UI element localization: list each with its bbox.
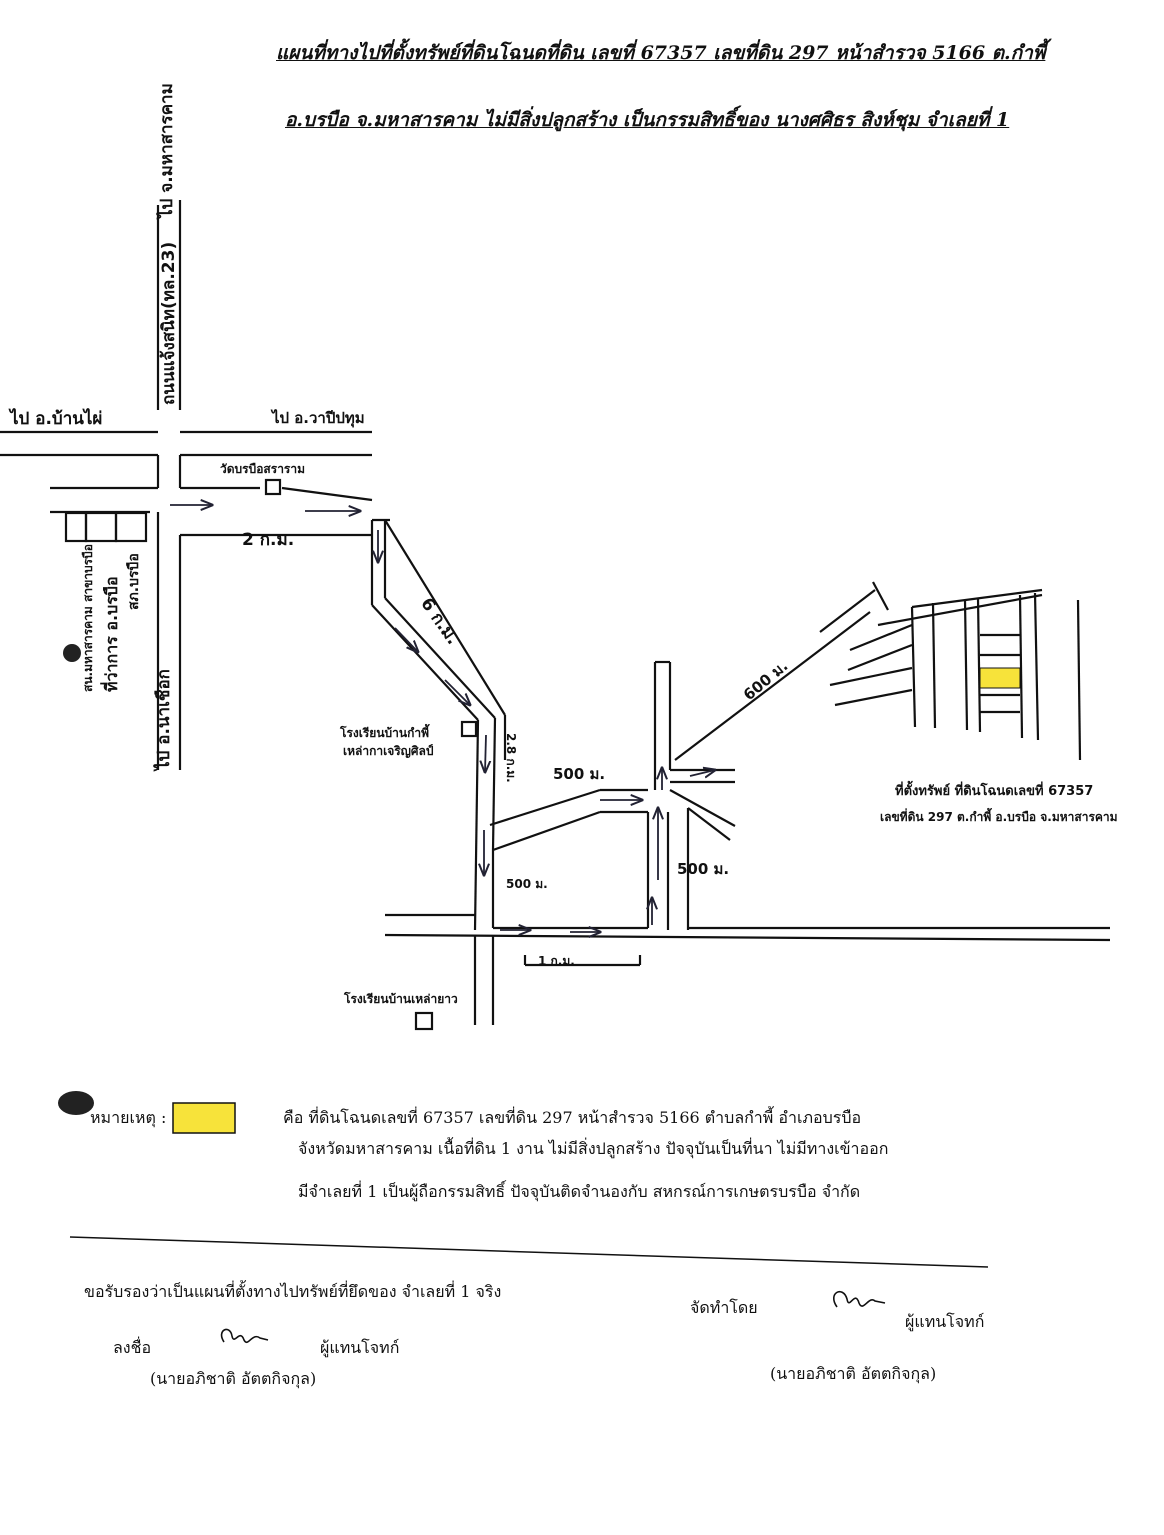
to-ban-phai-label: ไป อ.บ้านไผ่ [10,409,103,429]
property-highlight [979,667,1021,689]
temple-box [264,478,282,496]
to-na-chueak-label: ไป อ.นาเชือก [154,669,174,770]
diagonal-road-east [384,597,496,719]
office-label-1: สน.มหาสารคาม สาขาบรบือ [81,544,95,692]
to-wapi-pathum-label: ไป อ.วาปีปทุม [272,409,365,427]
made-by-label: จัดทำโดย [690,1298,758,1317]
distance-2km-label: 2 ก.ม. [242,530,295,550]
plot-diag-2 [847,643,913,672]
route-arrow-4 [394,627,418,652]
map-title-line-2: อ.บรบือ จ.มหาสารคาม ไม่มีสิ่งปลูกสร้าง เ… [285,109,1010,131]
plot-diag-1 [849,623,913,652]
plot-diag-4 [834,688,913,707]
signature-left [220,1328,269,1344]
road-500-south [492,810,601,852]
route-arrow-5 [444,679,470,705]
legend-highlight-swatch [172,1102,236,1134]
distance-500-east-label: 500 ม. [677,860,730,878]
plot-corner [872,581,889,611]
property-location-label-2: เลขที่ดิน 297 ต.กำพี้ อ.บรบือ จ.มหาสารคา… [880,810,1118,824]
school-lao-yao-box [414,1011,434,1031]
road-28km-west [473,719,480,931]
school-kamphi-box [460,720,478,738]
map-title-line-1: แผนที่ทางไปที่ตั้งทรัพย์ที่ดินโฉนดที่ดิน… [276,42,1046,64]
property-location-label-1: ที่ตั้งทรัพย์ ที่ดินโฉนดเลขที่ 67357 [895,784,1094,799]
certification-text: ขอรับรองว่าเป็นแผนที่ตั้งทางไปทรัพย์ที่ย… [84,1282,502,1301]
plot-west [910,606,917,728]
office-box-3 [114,511,148,543]
road-500-ne-north [669,789,736,827]
to-mahasarakham-label: ไป จ.มหาสารคาม [157,83,177,218]
distance-500-block-label: 500 ม. [506,877,548,891]
plot-col-5 [1033,592,1040,741]
legend-line-1: คือ ที่ดินโฉนดเลขที่ 67357 เลขที่ดิน 297… [283,1108,862,1127]
plot-col-2 [963,599,969,731]
plot-top [877,593,1043,627]
plot-diag-3 [829,666,913,687]
plot-east [1076,599,1082,761]
distance-1km-label: 1 ก.ม. [538,954,575,968]
route-arrow-6 [485,734,486,772]
600m-line-b [819,589,876,633]
school-kamphi-label-1: โรงเรียนบ้านกำพี้ [340,726,430,740]
name-left: (นายอภิชาติ อัตตกิจกุล) [150,1369,317,1388]
ink-smudge-1 [63,644,81,662]
legend-line-3: มีจำเลยที่ 1 เป็นผู้ถือกรรมสิทธิ์ ปัจจุบ… [298,1182,861,1201]
office-label-2: ที่ว่าการ อ.บรบือ [102,576,121,692]
six-km-road [384,519,506,716]
road-28km-east-a [491,717,497,851]
sign-role-left: ผู้แทนโจทก์ [320,1338,400,1357]
distance-500-north-label: 500 ม. [553,765,606,783]
office-box-2 [84,511,118,543]
plot-col-4 [1018,594,1024,739]
legend-divider [69,1236,989,1268]
plot-col-3 [976,597,982,733]
office-label-3: สภ.บรบือ [126,553,142,610]
legend-label: หมายเหตุ : [90,1108,167,1127]
bottom-road-south [384,933,1111,942]
road-500-ne-south [687,807,731,841]
temple-road-north-b [281,486,373,502]
road-500-north [489,788,601,827]
sign-label: ลงชื่อ [113,1338,152,1357]
600m-line-a [674,611,871,761]
school-kamphi-label-2: เหล่ากาเจริญศิลป์ [343,744,434,758]
office-box-1 [64,511,88,543]
signature-right [832,1290,886,1308]
sign-role-right: ผู้แทนโจทก์ [905,1312,985,1331]
distance-28km-label: 2.8 ก.ม. [504,733,518,783]
plot-col-1 [931,602,937,729]
temple-label: วัดบรบือสราราม [220,462,306,476]
name-right: (นายอภิชาติ อัตตกิจกุล) [770,1364,937,1383]
highway-23-label: ถนนแจ้งสนิท(ทล.23) [159,241,179,405]
legend-line-2: จังหวัดมหาสารคาม เนื้อที่ดิน 1 งาน ไม่มี… [298,1139,889,1158]
school-lao-yao-label: โรงเรียนบ้านเหล่ายาว [344,992,458,1006]
ink-smudge-2 [58,1091,94,1115]
route-arrow-14 [689,770,715,776]
